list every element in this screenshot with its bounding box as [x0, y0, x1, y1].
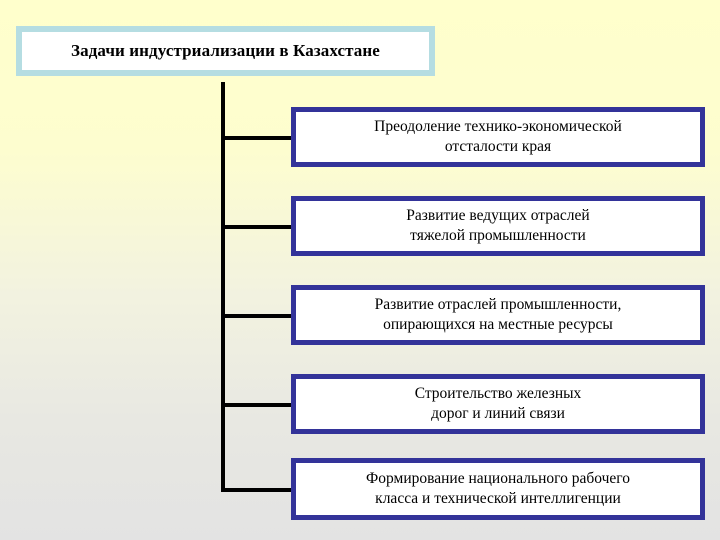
- diagram-node-4-label: Строительство железных дорог и линий свя…: [414, 384, 582, 422]
- connector-trunk-vertical: [221, 82, 225, 492]
- connector-branch-2: [221, 225, 293, 229]
- diagram-node-1-label: Преодоление технико-экономической отстал…: [374, 117, 622, 155]
- connector-branch-5: [221, 488, 293, 492]
- diagram-node-5-label: Формирование национального рабочего клас…: [366, 469, 630, 507]
- slide-title-card: Задачи индустриализации в Казахстане: [16, 26, 435, 76]
- connector-branch-4: [221, 403, 293, 407]
- connector-branch-1: [221, 136, 293, 140]
- diagram-node-3-label: Развитие отраслей промышленности, опираю…: [374, 295, 622, 333]
- diagram-node-4: Строительство железных дорог и линий свя…: [291, 374, 705, 434]
- diagram-node-2: Развитие ведущих отраслей тяжелой промыш…: [291, 196, 705, 256]
- diagram-node-3: Развитие отраслей промышленности, опираю…: [291, 285, 705, 345]
- diagram-node-5: Формирование национального рабочего клас…: [291, 458, 705, 520]
- diagram-node-1: Преодоление технико-экономической отстал…: [291, 107, 705, 167]
- diagram-node-2-label: Развитие ведущих отраслей тяжелой промыш…: [406, 206, 590, 244]
- connector-branch-3: [221, 314, 293, 318]
- page-title: Задачи индустриализации в Казахстане: [71, 41, 380, 60]
